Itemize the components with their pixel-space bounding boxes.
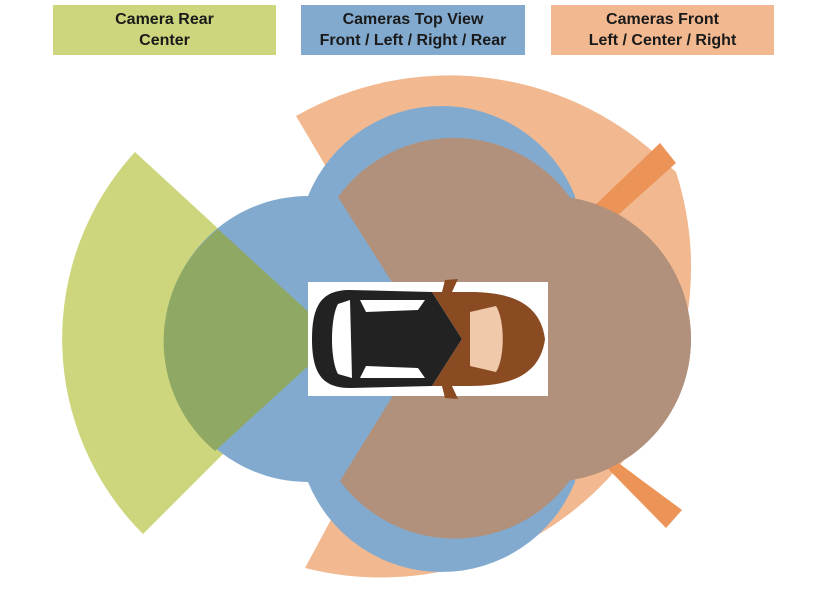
car-windshield [470,306,503,372]
legend-cameras-front: Cameras Front Left / Center / Right [551,5,774,55]
car-top-view-icon [312,279,545,399]
legend-rear-line2: Center [139,32,190,49]
rear-overlap-zone [163,229,338,451]
legend-top-line1: Cameras Top View [342,11,484,28]
legend-front-line2: Left / Center / Right [588,32,737,49]
legend-front-line1: Cameras Front [606,11,719,28]
car-rear-window [332,300,352,378]
legend-camera-rear: Camera Rear Center [53,5,276,55]
legend-cameras-top-view: Cameras Top View Front / Left / Right / … [301,5,525,55]
legend-top-line2: Front / Left / Right / Rear [319,32,507,49]
car-right-windows [360,366,425,378]
legend-rear-line1: Camera Rear [115,11,214,28]
car-right-mirror [442,386,458,399]
car-left-windows [360,300,425,312]
front-overlap-right [548,196,691,482]
front-narrow-lower-ray [470,348,682,528]
car-left-mirror [442,279,458,292]
